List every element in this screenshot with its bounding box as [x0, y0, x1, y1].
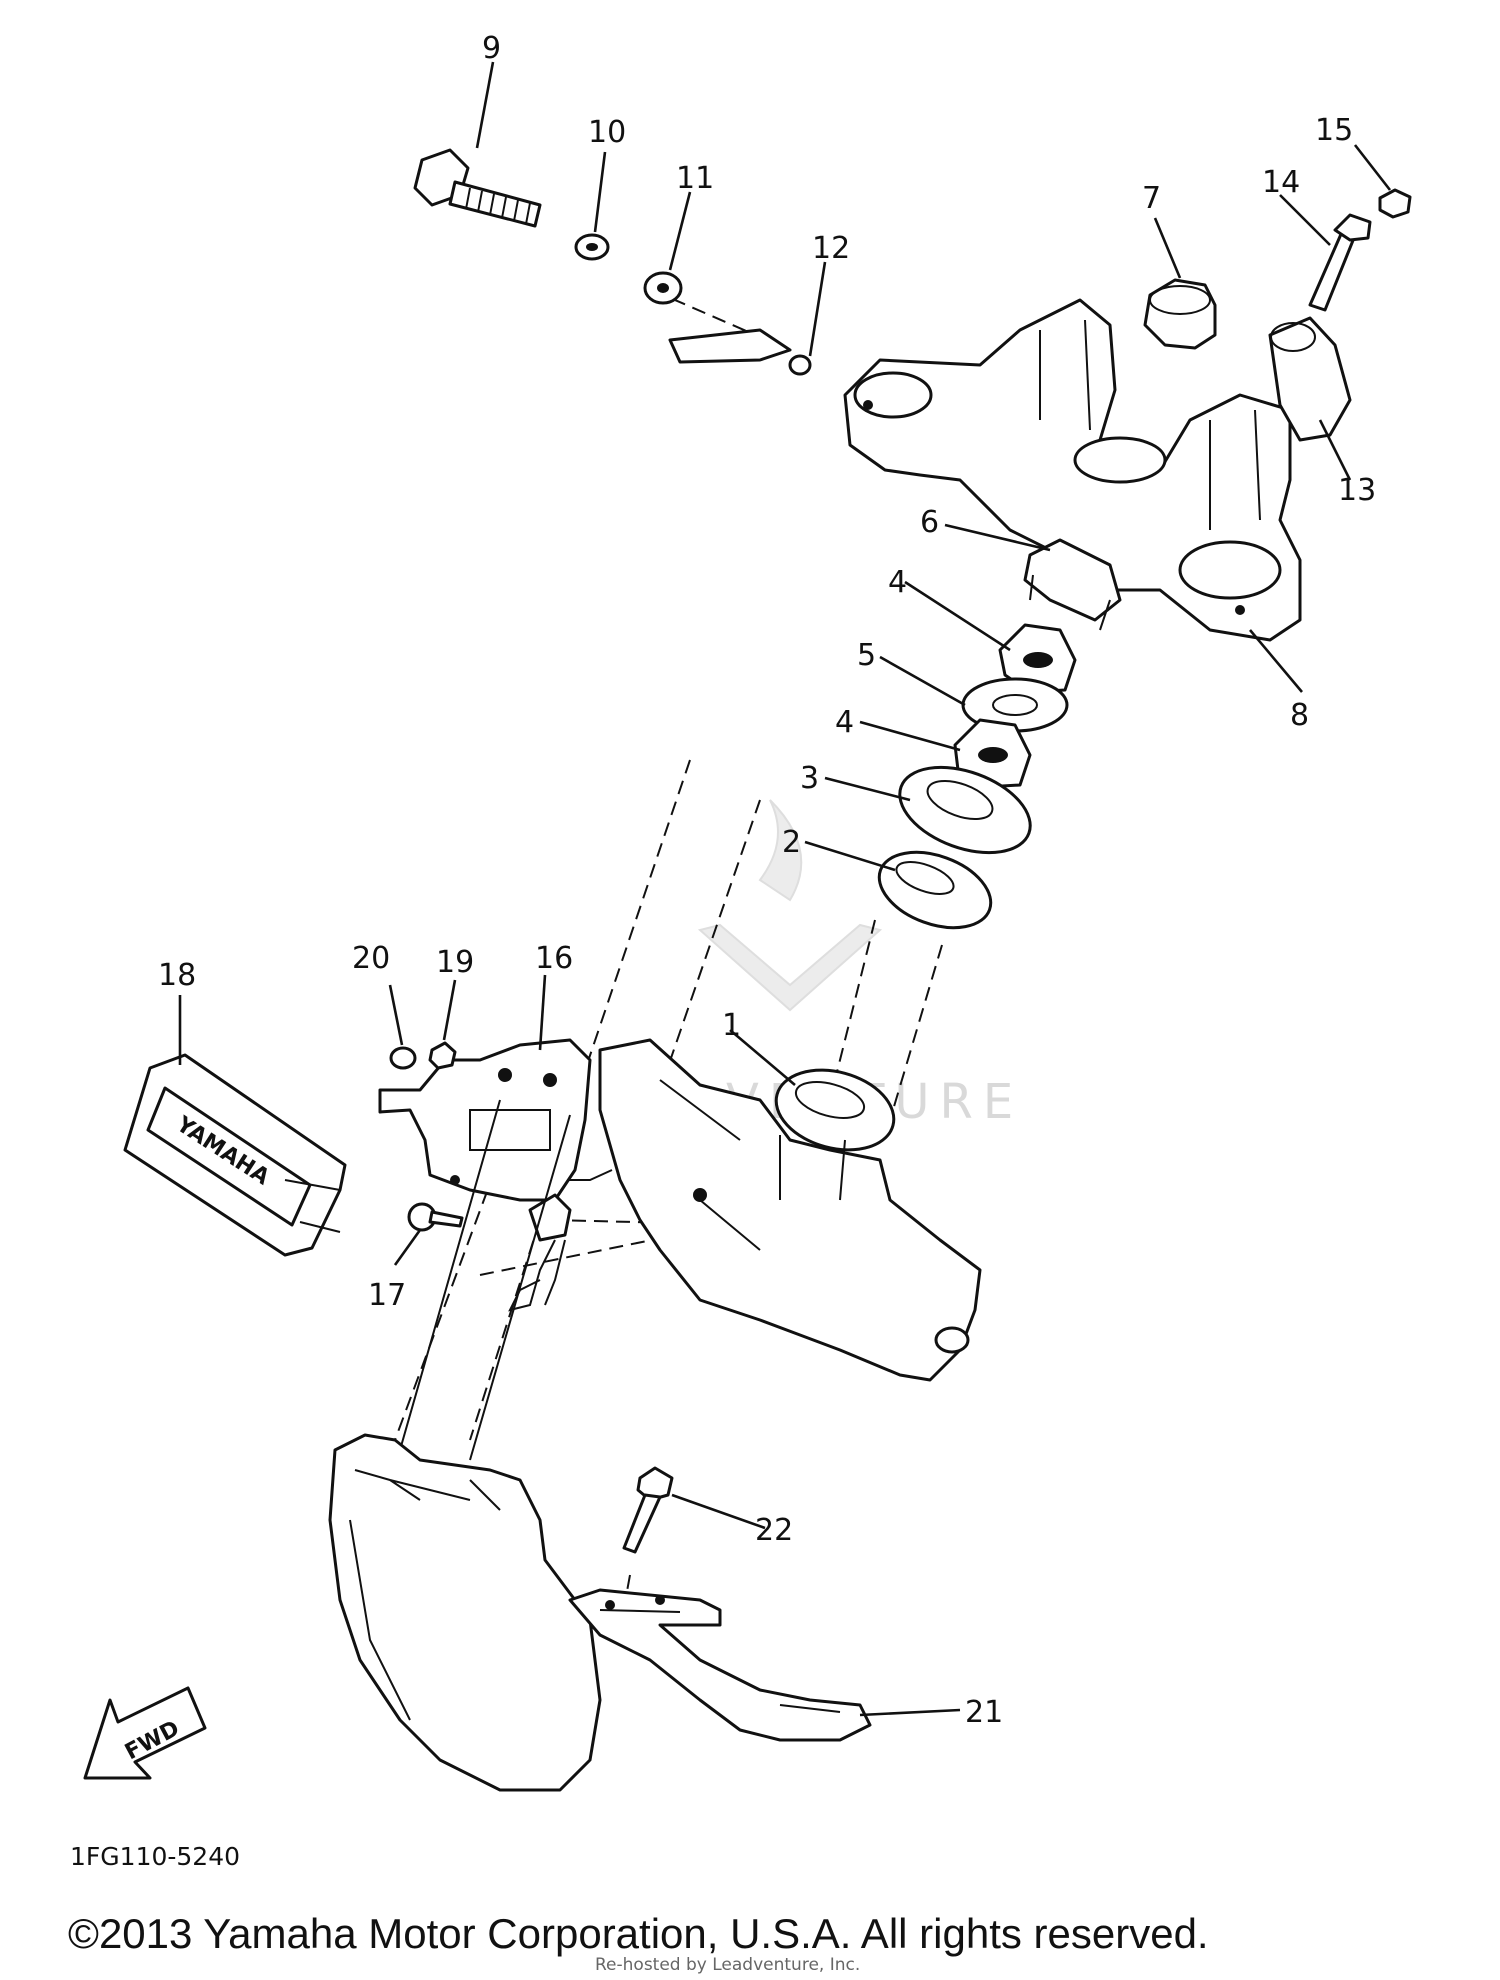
- part-label-9: 9: [482, 31, 501, 66]
- ring-nut-part-4-lower: [953, 718, 1032, 789]
- part-label-5: 5: [857, 638, 876, 673]
- part-label-4-upper: 4: [888, 565, 907, 600]
- fork-bottom-casing: [328, 1433, 602, 1792]
- cap-nut-part-7: [1143, 278, 1217, 350]
- part-label-4-lower: 4: [835, 705, 854, 740]
- part-label-7: 7: [1142, 181, 1161, 216]
- part-labels: 1 2 3 4 4 5 6 7 8 9 10 11 12 13 14 15 16…: [158, 31, 1376, 1730]
- part-label-15: 15: [1315, 113, 1353, 148]
- cable-guide: [508, 1193, 572, 1312]
- part-label-18: 18: [158, 958, 196, 993]
- part-label-10: 10: [588, 115, 626, 150]
- fwd-arrow-icon: FWD: [83, 1686, 207, 1780]
- watermark-credit: Re-hosted by Leadventure, Inc.: [595, 1955, 860, 1975]
- part-label-17: 17: [368, 1278, 406, 1313]
- bolt-part-22: [622, 1466, 674, 1554]
- wire-lock-part-12: [668, 328, 812, 376]
- plate-part-6: [1023, 538, 1122, 631]
- emblem-bracket-part-16: [378, 1038, 613, 1202]
- washer-part-10: [574, 233, 610, 261]
- fork-tubes: [399, 1099, 571, 1461]
- part-label-16: 16: [535, 941, 573, 976]
- part-label-2: 2: [782, 825, 801, 860]
- part-label-19: 19: [436, 945, 474, 980]
- bolt-part-14: [1308, 213, 1372, 312]
- handle-cap-part-13: [1268, 316, 1352, 442]
- washer-part-20: [389, 1046, 417, 1070]
- screw-part-17: [407, 1202, 464, 1232]
- bearing-cover-part-3: [898, 765, 1032, 855]
- part-label-21: 21: [965, 1695, 1003, 1730]
- bearing-part-2: [877, 850, 993, 930]
- part-label-11: 11: [676, 161, 714, 196]
- nut-part-15: [1378, 188, 1412, 219]
- part-label-8: 8: [1290, 698, 1309, 733]
- ring-nut-part-4-upper: [998, 623, 1077, 694]
- part-label-6: 6: [920, 505, 939, 540]
- copyright-text: ©2013 Yamaha Motor Corporation, U.S.A. A…: [68, 1910, 1209, 1957]
- hose-holder-part-21: [568, 1588, 872, 1742]
- washer-part-11: [643, 271, 683, 305]
- upper-bracket-part-8: [843, 298, 1302, 642]
- part-label-13: 13: [1338, 473, 1376, 508]
- assembly-lines: [394, 289, 943, 1641]
- diagram-code: 1FG110-5240: [70, 1842, 240, 1871]
- bearing-part-1: [774, 1068, 896, 1152]
- watermark-logo-icon: [697, 799, 883, 1012]
- bolt-part-9: [413, 148, 542, 228]
- part-label-1: 1: [722, 1008, 741, 1043]
- part-label-3: 3: [800, 761, 819, 796]
- lower-bracket-steering-stem: [598, 1038, 982, 1382]
- part-label-22: 22: [755, 1513, 793, 1548]
- part-label-12: 12: [812, 231, 850, 266]
- leader-lines: [178, 61, 1392, 1717]
- emblem-part-18: YAMAHA: [123, 1053, 347, 1257]
- part-label-20: 20: [352, 941, 390, 976]
- part-label-14: 14: [1262, 165, 1300, 200]
- nut-part-19: [428, 1041, 457, 1070]
